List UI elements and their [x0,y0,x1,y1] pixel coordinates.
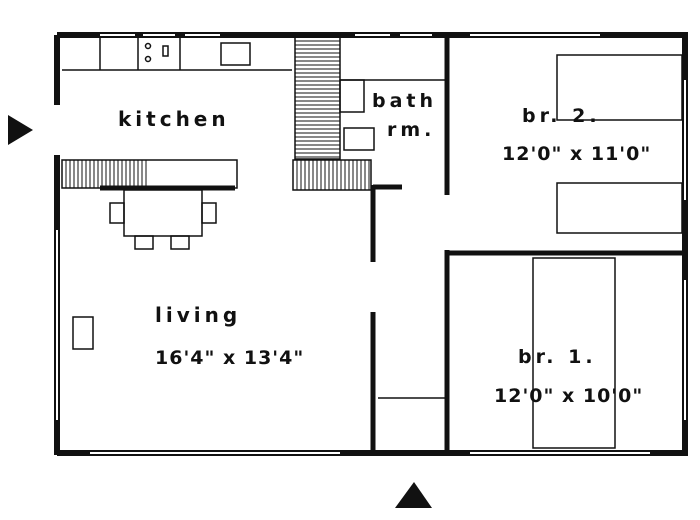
entry-arrow-icon [395,482,432,508]
room-label-kitchen: kitchen [118,107,230,131]
kitchen-counter [62,37,292,71]
windows [56,34,686,454]
stove-knob-icon [162,45,169,57]
room-label-br1: br. 1. [518,346,597,368]
bath-fixtures [339,79,445,151]
room-size-living: 16'4" x 13'4" [155,347,304,369]
fireplace [72,316,94,350]
sink-icon [220,42,251,66]
beds [532,54,683,449]
room-size-br1: 12'0" x 10'0" [494,385,643,407]
entry-arrow-icon [8,115,33,145]
room-size-br2: 12'0" x 11'0" [502,143,651,165]
stove-burner-icon [144,42,152,50]
room-label-br2: br. 2. [522,105,601,127]
dining-table [109,189,217,250]
toilet-icon [339,79,365,113]
room-label-living: living [155,303,241,327]
room-label-bath: bath [372,90,437,112]
room-label-bath-rm: rm. [387,119,435,141]
stair-treads: (function(){var g=document.currentScript… [65,40,370,190]
sink-icon [343,127,375,151]
stove-burner-icon [144,55,152,63]
